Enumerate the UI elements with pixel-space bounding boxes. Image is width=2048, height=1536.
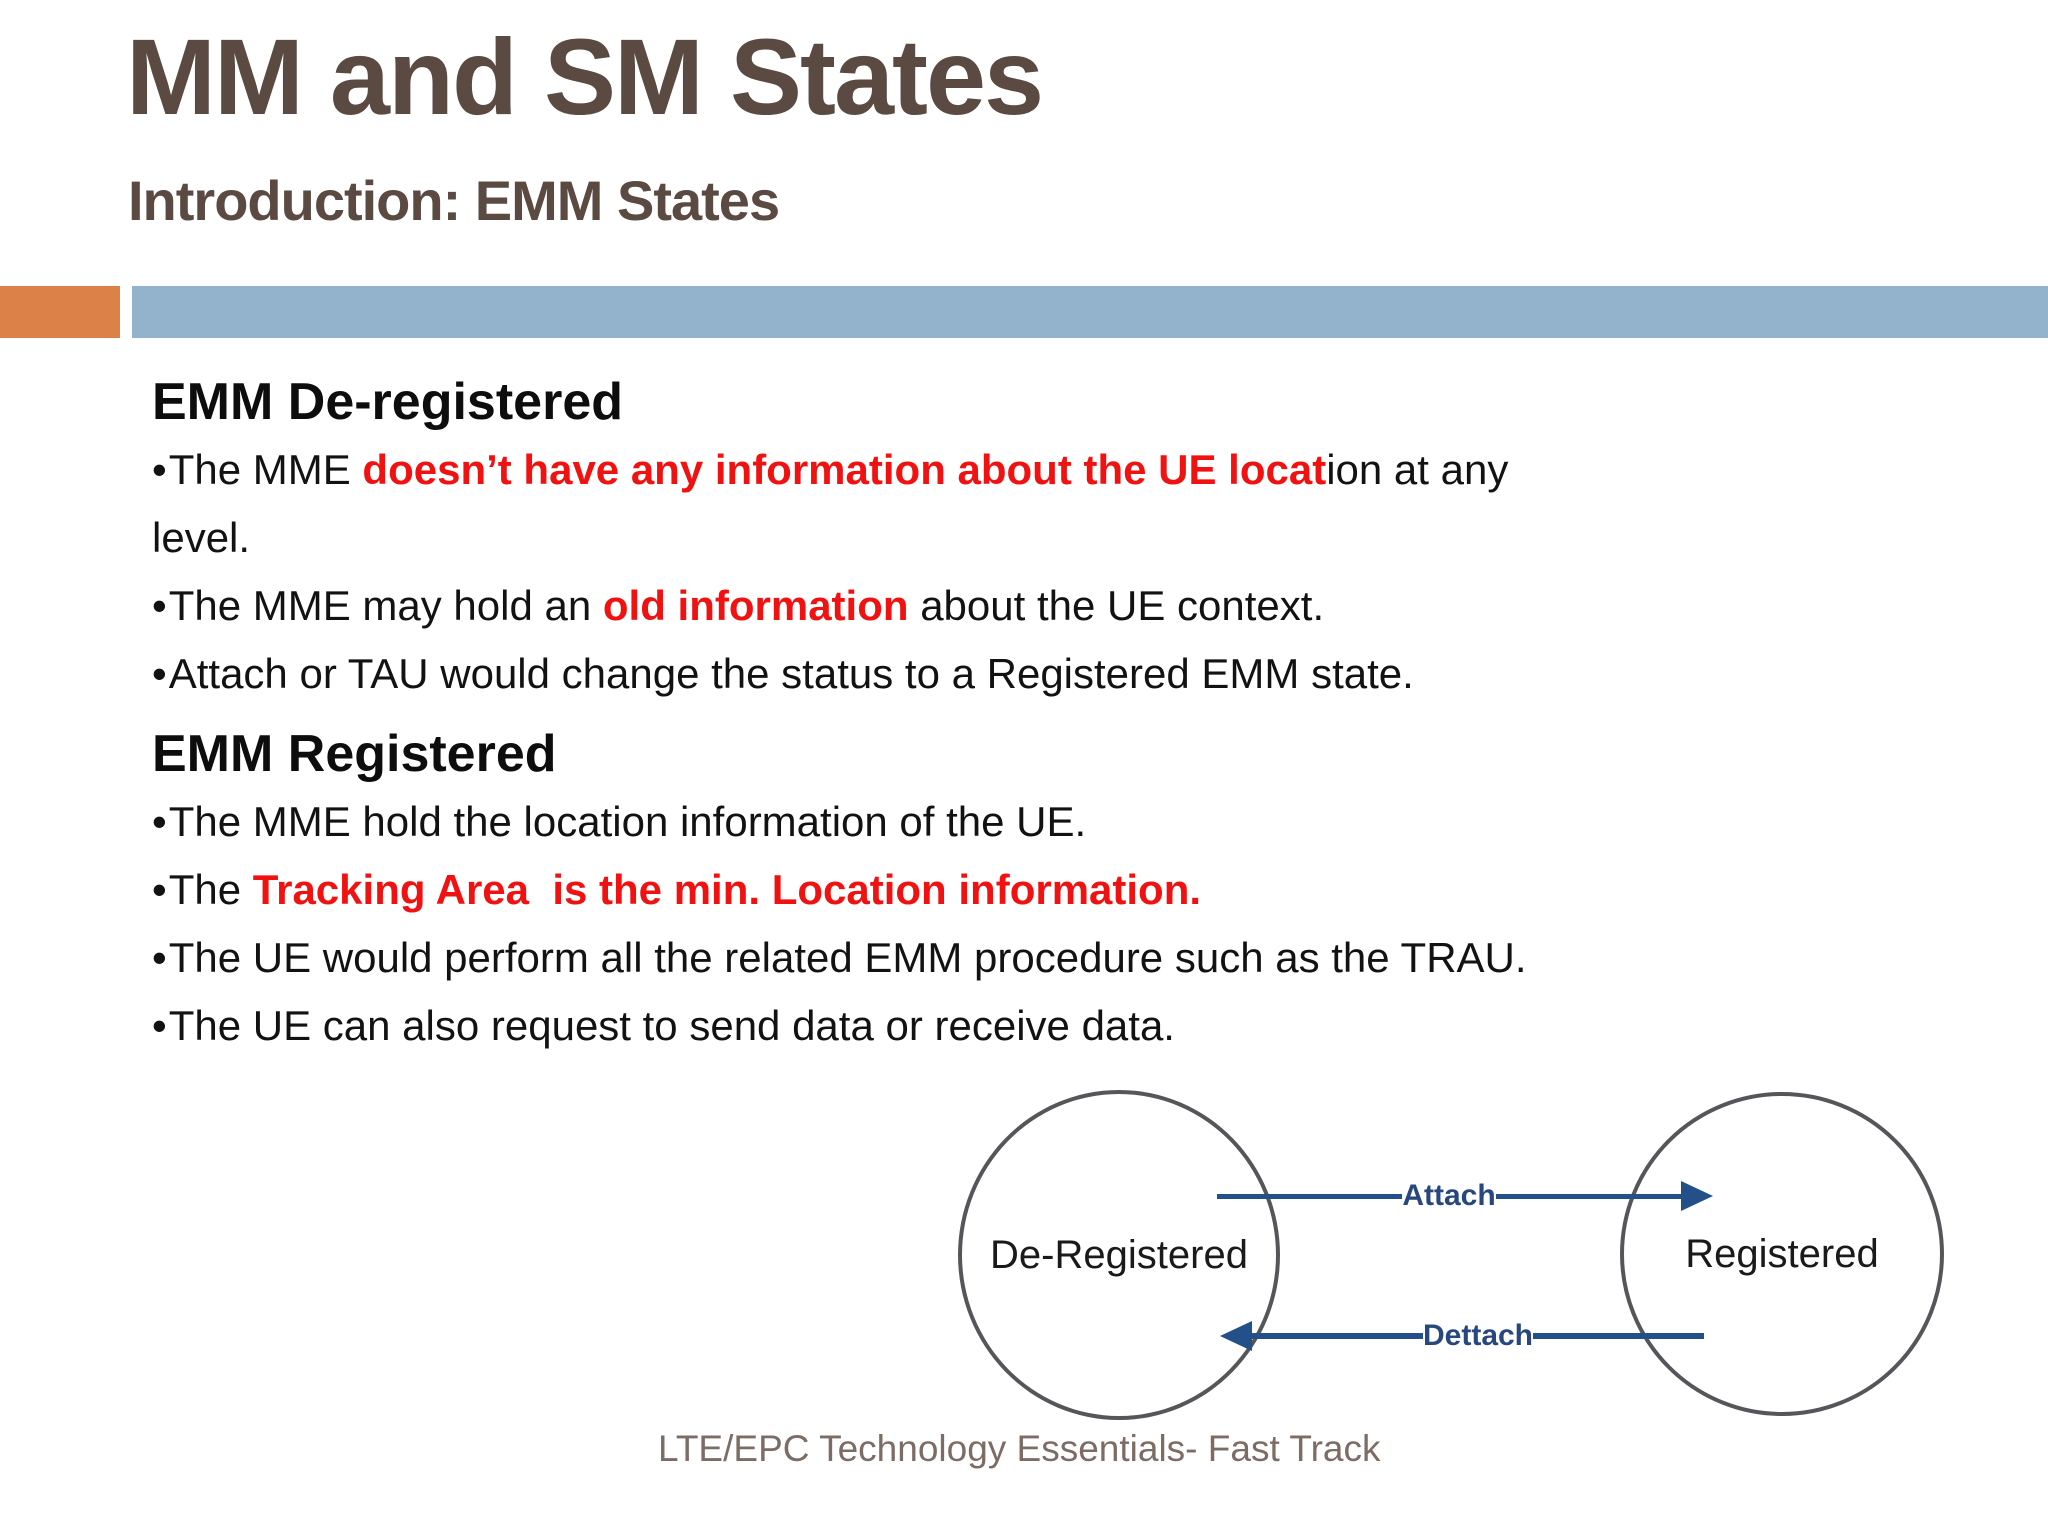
accent-bar-orange bbox=[0, 286, 120, 338]
dettach-label: Dettach bbox=[1422, 1319, 1534, 1352]
accent-bar-blue bbox=[132, 286, 2048, 338]
bullet-item: •Attach or TAU would change the status t… bbox=[152, 640, 1952, 708]
bullet-item: •The UE would perform all the related EM… bbox=[152, 924, 1952, 992]
bullet-dot: • bbox=[152, 866, 167, 913]
attach-line-right bbox=[1495, 1193, 1681, 1199]
text-segment: The MME may hold an bbox=[168, 582, 603, 629]
attach-line-left bbox=[1217, 1193, 1403, 1199]
bullet-dot: • bbox=[152, 582, 167, 629]
slide-subtitle: Introduction: EMM States bbox=[128, 169, 780, 232]
text-segment: The UE would perform all the related EMM… bbox=[168, 934, 1527, 981]
text-segment: The UE can also request to send data or … bbox=[168, 1002, 1175, 1049]
state-circle-registered: Registered bbox=[1620, 1092, 1944, 1416]
text-segment: The MME hold the location information of… bbox=[168, 798, 1087, 845]
bullet-dot: • bbox=[152, 934, 167, 981]
bullet-dot: • bbox=[152, 650, 167, 697]
text-segment: about the UE context. bbox=[908, 582, 1325, 629]
attach-label: Attach bbox=[1402, 1179, 1496, 1212]
state-circle-deregistered: De-Registered bbox=[958, 1090, 1280, 1420]
highlighted-text-segment: doesn’t have any information about the U… bbox=[362, 446, 1327, 493]
attach-arrow: Attach bbox=[1217, 1176, 1713, 1216]
dettach-arrow: Dettach bbox=[1220, 1316, 1704, 1356]
text-segment: The bbox=[168, 866, 253, 913]
arrow-left-icon bbox=[1220, 1321, 1252, 1351]
bullet-item: •The UE can also request to send data or… bbox=[152, 992, 1952, 1060]
slide-title: MM and SM States bbox=[126, 16, 1044, 137]
highlighted-text-segment: Tracking Area is the min. Location infor… bbox=[252, 866, 1202, 913]
dettach-line-left bbox=[1252, 1333, 1423, 1339]
state-label-deregistered: De-Registered bbox=[990, 1232, 1248, 1277]
arrow-right-icon bbox=[1681, 1181, 1713, 1211]
section-heading: EMM De-registered bbox=[152, 373, 623, 431]
bullet-item: •The Tracking Area is the min. Location … bbox=[152, 856, 1952, 924]
body-text-block: EMM De-registered•The MME doesn’t have a… bbox=[152, 368, 1952, 1060]
text-segment: ion at any level. bbox=[152, 446, 1509, 561]
bullet-dot: • bbox=[152, 798, 167, 845]
text-segment: Attach or TAU would change the status to… bbox=[168, 650, 1414, 697]
dettach-line-right bbox=[1533, 1333, 1704, 1339]
section-heading: EMM Registered bbox=[152, 725, 557, 783]
bullet-dot: • bbox=[152, 446, 167, 493]
highlighted-text-segment: old information bbox=[602, 582, 909, 629]
bullet-item: •The MME may hold an old information abo… bbox=[152, 572, 1952, 640]
state-label-registered: Registered bbox=[1685, 1231, 1879, 1276]
footer-text: LTE/EPC Technology Essentials- Fast Trac… bbox=[658, 1428, 1381, 1469]
bullet-item: •The MME doesn’t have any information ab… bbox=[152, 436, 1952, 572]
text-segment: The MME bbox=[168, 446, 363, 493]
bullet-dot: • bbox=[152, 1002, 167, 1049]
bullet-item: •The MME hold the location information o… bbox=[152, 788, 1952, 856]
